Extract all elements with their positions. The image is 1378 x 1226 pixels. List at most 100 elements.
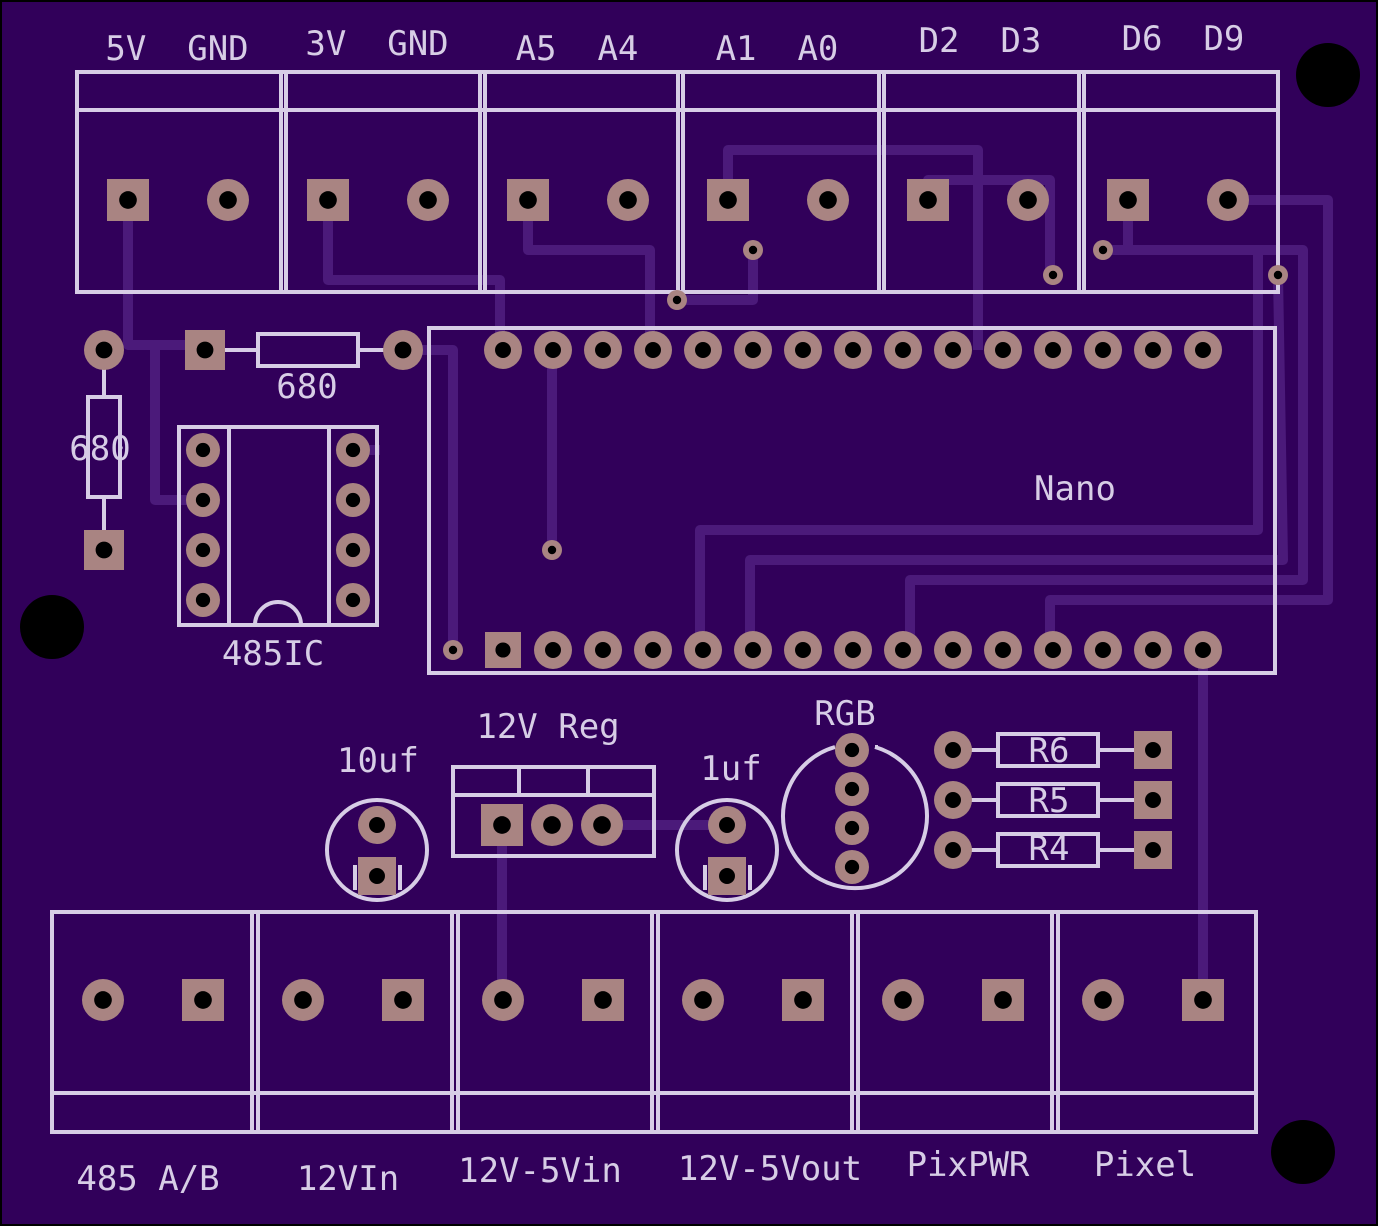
led-pin — [835, 772, 869, 806]
terminal-pad — [882, 979, 924, 1021]
bottom-terminal-label: PixPWR — [907, 1145, 1030, 1185]
terminal-pad — [182, 979, 224, 1021]
terminal-pad — [1182, 979, 1224, 1021]
regulator-outline — [451, 765, 656, 858]
led-pin — [835, 733, 869, 767]
ic-pin — [336, 483, 370, 517]
nano-pin — [1034, 331, 1072, 369]
nano-pin — [584, 331, 622, 369]
nano-pin — [1084, 331, 1122, 369]
top-terminal-label: 5V GND — [105, 29, 248, 69]
cap-right-label: 1uf — [700, 749, 761, 789]
r5-label: R5 — [1029, 781, 1070, 821]
regulator-pin — [581, 804, 623, 846]
terminal-pad — [207, 179, 249, 221]
resistor-pad — [84, 330, 124, 370]
bottom-terminal-label: 12V-5Vout — [678, 1149, 862, 1189]
nano-pin — [1184, 331, 1222, 369]
resistor-pad — [84, 530, 124, 570]
terminal-pad — [682, 979, 724, 1021]
terminal-pad — [782, 979, 824, 1021]
terminal-pad — [282, 979, 324, 1021]
led-outline — [781, 745, 929, 891]
copper-traces — [123, 145, 1333, 1000]
resistor-pad — [1134, 781, 1172, 819]
led-pin — [835, 850, 869, 884]
resistor-v-label: 680 — [69, 429, 130, 469]
terminal-pad — [1082, 979, 1124, 1021]
resistor-pad — [1134, 731, 1172, 769]
mounting-holes — [20, 43, 1360, 1184]
regulator-pin — [481, 804, 523, 846]
cap-left-outline — [325, 798, 429, 902]
regulator-pin — [531, 804, 573, 846]
silkscreen-labels: 5V GND 3V GND A5 A4 A1 A0 D2 D3 D6 D9 48… — [69, 19, 1244, 1199]
terminal-pad — [582, 979, 624, 1021]
regulator-label: 12V Reg — [476, 707, 619, 747]
top-terminal-label: 3V GND — [305, 24, 448, 64]
mounting-hole — [20, 595, 84, 659]
terminal-pad — [407, 179, 449, 221]
trace — [905, 200, 1308, 650]
bottom-terminal-label: 485 A/B — [76, 1159, 219, 1199]
nano-pin — [984, 631, 1022, 669]
top-terminal-label: D6 D9 — [1122, 19, 1245, 59]
ic-pin — [186, 433, 220, 467]
mcu-label: Nano — [1034, 469, 1116, 509]
nano-pin — [684, 331, 722, 369]
mounting-hole — [1296, 43, 1360, 107]
ic-pin — [186, 533, 220, 567]
nano-pin — [1134, 631, 1172, 669]
resistor-h-label: 680 — [276, 367, 337, 407]
nano-pin — [884, 331, 922, 369]
nano-pin — [834, 331, 872, 369]
ic-pin — [186, 483, 220, 517]
ic-pin — [336, 583, 370, 617]
nano-pin — [734, 331, 772, 369]
cap-left-label: 10uf — [337, 741, 419, 781]
ic-pin — [186, 583, 220, 617]
pads — [82, 179, 1288, 1021]
nano-pin — [1034, 631, 1072, 669]
nano-pin — [1084, 631, 1122, 669]
nano-pin — [884, 631, 922, 669]
ic-outline — [177, 425, 379, 627]
resistor-pad — [934, 731, 972, 769]
cap-pin — [708, 857, 746, 895]
ic-pin — [336, 533, 370, 567]
nano-pin — [734, 631, 772, 669]
nano-pin — [584, 631, 622, 669]
bottom-terminal-label: 12V-5Vin — [458, 1151, 622, 1191]
nano-pin — [634, 631, 672, 669]
terminal-pad — [382, 979, 424, 1021]
nano-pin — [784, 331, 822, 369]
top-terminal-label: D2 D3 — [919, 21, 1042, 61]
cap-right-outline — [675, 798, 779, 902]
bottom-terminal-label: 12VIn — [297, 1159, 399, 1199]
nano-pin — [634, 331, 672, 369]
trace — [1045, 195, 1333, 650]
terminal-pad — [307, 179, 349, 221]
cap-pin — [708, 806, 746, 844]
r4-label: R4 — [1029, 829, 1070, 869]
nano-pin — [484, 331, 522, 369]
terminal-pad — [1207, 179, 1249, 221]
cap-pin — [358, 857, 396, 895]
via — [443, 640, 463, 660]
terminal-pad — [807, 179, 849, 221]
terminal-pad — [1007, 179, 1049, 221]
via — [743, 240, 763, 260]
nano-pin — [534, 331, 572, 369]
trace — [523, 200, 655, 350]
terminal-pad — [707, 179, 749, 221]
led-pin — [835, 811, 869, 845]
trace — [723, 145, 983, 350]
top-terminal-label: A1 A0 — [716, 29, 839, 69]
resistor-pad — [1134, 831, 1172, 869]
bottom-terminal-label: Pixel — [1094, 1145, 1196, 1185]
via — [1093, 240, 1113, 260]
nano-pin — [834, 631, 872, 669]
nano-pin — [485, 632, 521, 668]
nano-pin — [934, 331, 972, 369]
